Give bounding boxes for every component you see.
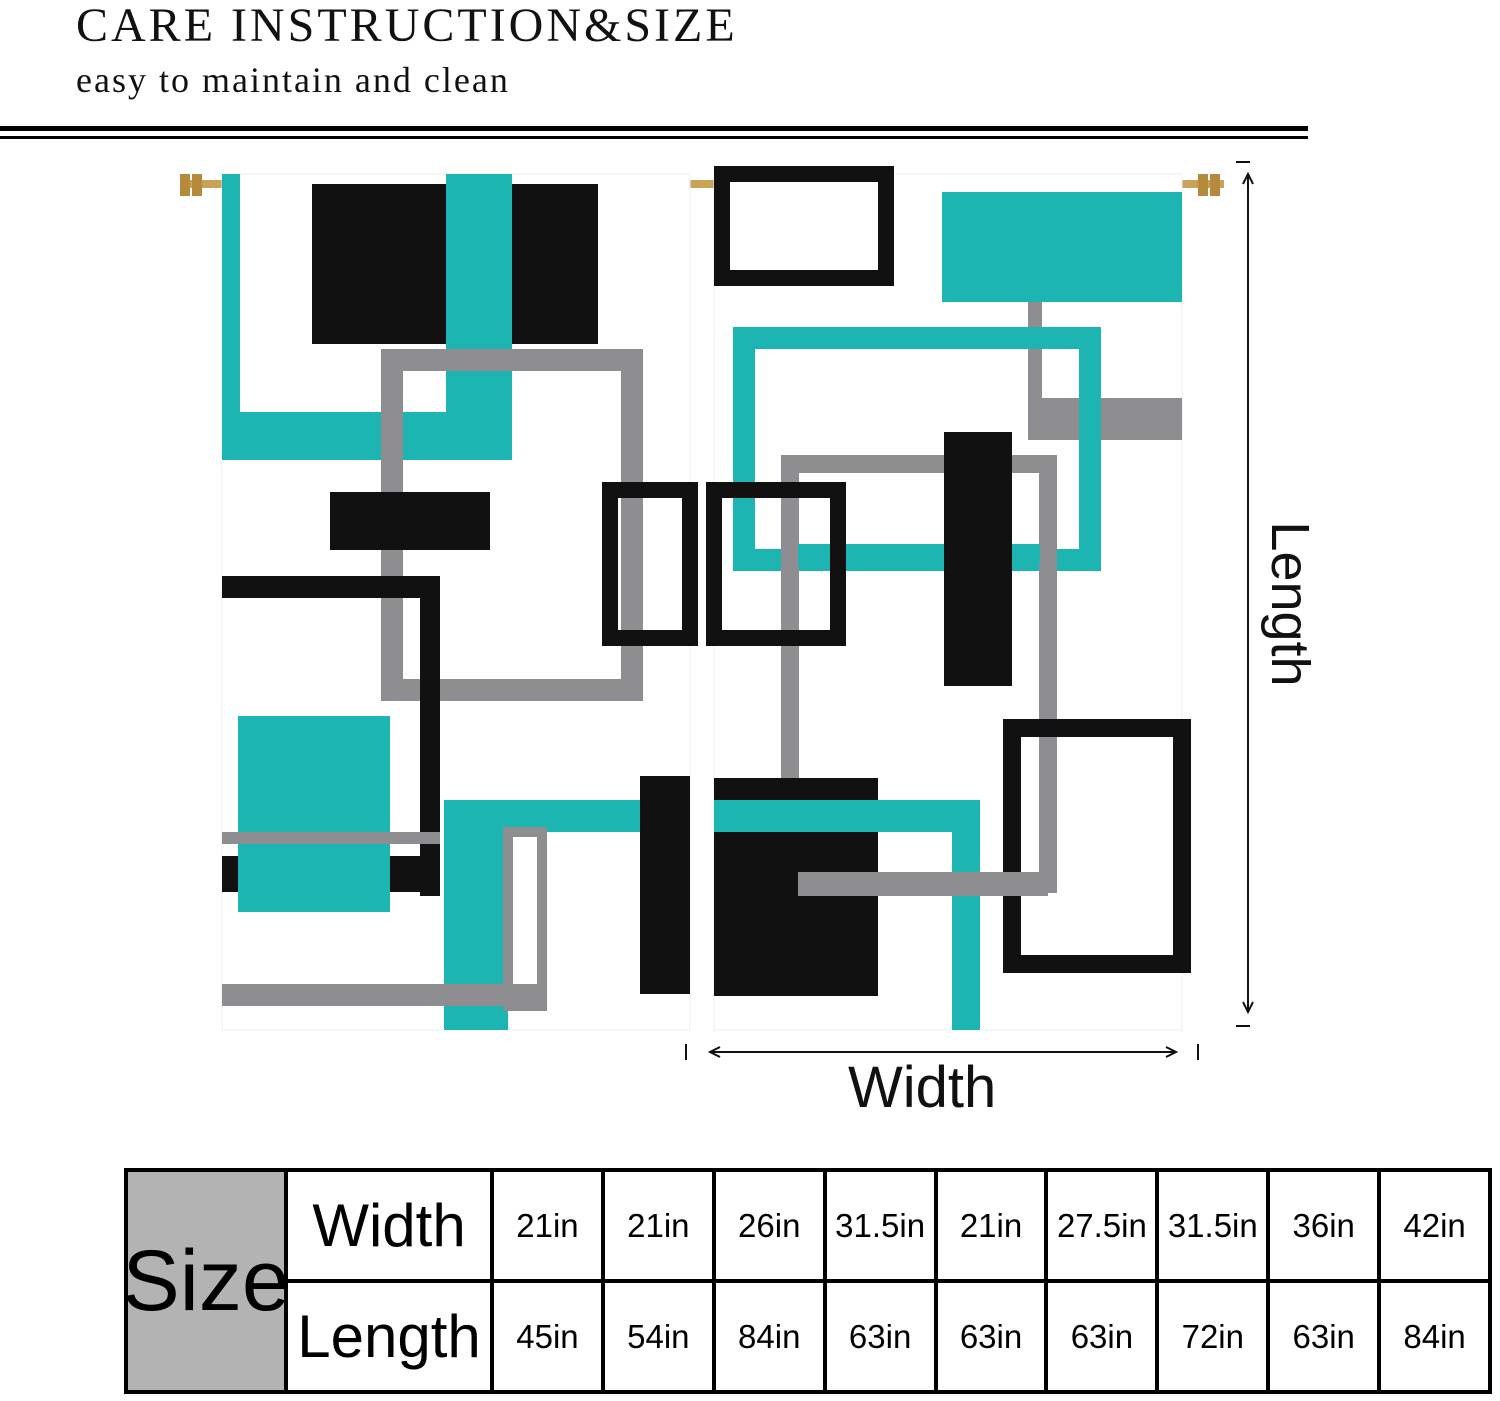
length-cell: 54in <box>605 1283 716 1390</box>
page-title: CARE INSTRUCTION&SIZE <box>76 0 738 52</box>
width-cell: 26in <box>716 1172 827 1279</box>
page-subtitle: easy to maintain and clean <box>76 60 510 100</box>
right-curtain-panel <box>706 166 1191 1031</box>
curtain-rod <box>180 174 1224 196</box>
width-cell: 21in <box>938 1172 1049 1279</box>
length-label: Length <box>1260 521 1320 687</box>
width-row: Width 21in 21in 26in 31.5in 21in 27.5in … <box>288 1172 1488 1279</box>
divider-line <box>0 136 1308 139</box>
length-cell: 63in <box>1048 1283 1160 1390</box>
length-dimension-line <box>1236 161 1254 1027</box>
length-cell: 84in <box>1403 1317 1466 1355</box>
width-cell: 31.5in <box>827 1172 938 1279</box>
width-cell: 36in <box>1270 1172 1382 1279</box>
length-cell: 84in <box>716 1283 827 1390</box>
row-label-width: Width <box>288 1172 494 1279</box>
width-label: Width <box>848 1055 997 1120</box>
size-header-label: Size <box>122 1232 290 1329</box>
size-table-grid: Width 21in 21in 26in 31.5in 21in 27.5in … <box>288 1172 1488 1390</box>
width-dimension-line <box>685 1044 1199 1060</box>
curtain-product-image <box>180 161 1254 1060</box>
width-cell: 27.5in <box>1048 1172 1160 1279</box>
width-cell: 21in <box>494 1172 605 1279</box>
length-cell: 63in <box>827 1283 938 1390</box>
length-row: Length 45in 54in 84in 63in 63in 63in 72i… <box>288 1279 1488 1390</box>
length-cell: 72in <box>1159 1283 1271 1390</box>
row-label-length: Length <box>288 1283 494 1390</box>
width-cell: 31.5in <box>1159 1172 1271 1279</box>
width-cell: 42in <box>1403 1206 1466 1244</box>
width-cell: 21in <box>605 1172 716 1279</box>
length-cell: 63in <box>1270 1283 1382 1390</box>
divider-line <box>0 126 1308 131</box>
size-table-header: Size <box>122 1172 290 1390</box>
length-cell: 63in <box>938 1283 1049 1390</box>
size-table: Size Width 21in 21in 26in 31.5in 21in 27… <box>122 1168 1492 1394</box>
length-cell: 45in <box>494 1283 605 1390</box>
left-curtain-panel <box>221 173 698 1031</box>
